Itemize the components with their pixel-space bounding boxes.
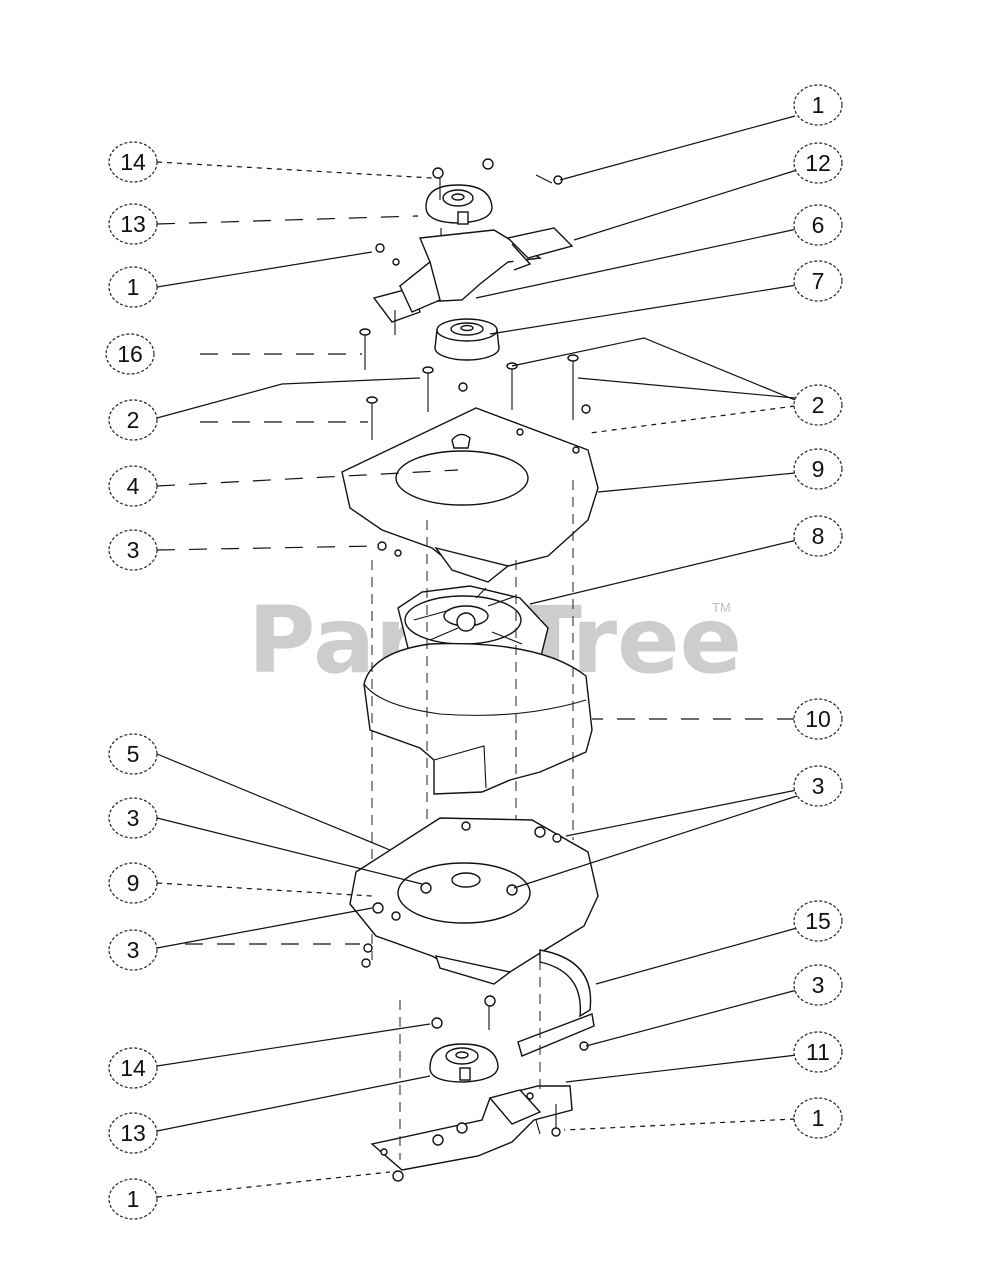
callout-11: 11 — [793, 1031, 843, 1073]
callout-9: 9 — [108, 862, 158, 904]
callout-3: 3 — [793, 765, 843, 807]
callout-3: 3 — [108, 929, 158, 971]
callout-6: 6 — [793, 204, 843, 246]
callout-label: 2 — [812, 392, 825, 418]
callout-label: 3 — [127, 537, 140, 563]
callout-14: 14 — [108, 141, 158, 183]
callout-16: 16 — [105, 333, 155, 375]
callout-label: 15 — [805, 908, 831, 934]
callout-label: 12 — [805, 150, 831, 176]
callout-5: 5 — [108, 733, 158, 775]
lower-bearing-assembly — [370, 960, 573, 1182]
lower-housing-plate — [349, 817, 599, 985]
callout-2: 2 — [793, 384, 843, 426]
callout-1: 1 — [108, 266, 158, 308]
callout-label: 9 — [812, 456, 825, 482]
callout-label: 3 — [127, 937, 140, 963]
callout-15: 15 — [793, 900, 843, 942]
top-bracket — [372, 227, 574, 335]
upper-housing-plate — [341, 407, 599, 583]
callout-label: 3 — [127, 805, 140, 831]
callout-label: 4 — [127, 473, 140, 499]
callout-label: 14 — [120, 149, 146, 175]
leader-lines — [156, 115, 798, 1198]
top-bearing-assembly — [425, 158, 563, 270]
callout-8: 8 — [793, 515, 843, 557]
callout-9: 9 — [793, 448, 843, 490]
callout-label: 8 — [812, 523, 825, 549]
callout-3: 3 — [793, 964, 843, 1006]
callout-1: 1 — [793, 84, 843, 126]
callout-14: 14 — [108, 1047, 158, 1089]
callout-label: 16 — [117, 341, 143, 367]
scroll-housing — [363, 480, 593, 960]
callout-1: 1 — [793, 1097, 843, 1139]
callout-label: 10 — [805, 706, 831, 732]
callout-13: 13 — [108, 1112, 158, 1154]
callout-3: 3 — [108, 529, 158, 571]
callout-12: 12 — [793, 142, 843, 184]
callout-label: 13 — [120, 211, 146, 237]
callout-label: 5 — [127, 741, 140, 767]
callout-1: 1 — [108, 1178, 158, 1220]
callout-label: 14 — [120, 1055, 146, 1081]
callout-label: 1 — [127, 1186, 140, 1212]
callout-label: 9 — [127, 870, 140, 896]
callout-label: 13 — [120, 1120, 146, 1146]
callout-label: 11 — [806, 1039, 830, 1065]
callout-label: 1 — [127, 274, 140, 300]
callout-10: 10 — [793, 698, 843, 740]
long-bolts — [359, 328, 591, 440]
callout-bubbles: 1 14 12 13 6 1 7 16 2 2 9 4 3 8 10 5 3 3… — [105, 84, 843, 1220]
callout-4: 4 — [108, 465, 158, 507]
callout-label: 1 — [812, 1105, 825, 1131]
callout-label: 3 — [812, 773, 825, 799]
pulley — [434, 318, 500, 361]
callout-2: 2 — [108, 399, 158, 441]
callout-7: 7 — [793, 260, 843, 302]
callout-label: 3 — [812, 972, 825, 998]
callout-label: 1 — [812, 92, 825, 118]
callout-3: 3 — [108, 797, 158, 839]
deflector — [484, 949, 595, 1057]
callout-label: 6 — [812, 212, 825, 238]
callout-label: 7 — [812, 268, 825, 294]
callout-13: 13 — [108, 203, 158, 245]
callout-label: 2 — [127, 407, 140, 433]
watermark-trademark: TM — [712, 600, 731, 615]
